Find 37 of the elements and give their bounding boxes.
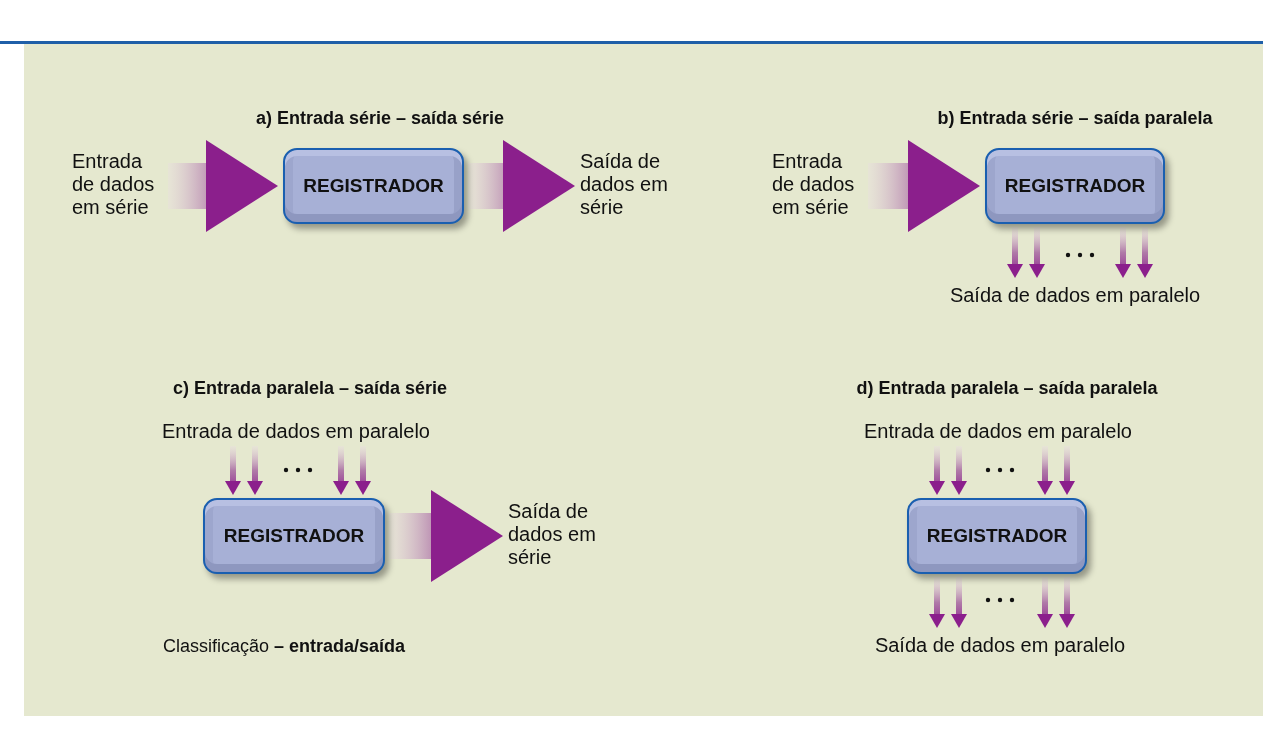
data-label: Saída de dados em paralelo xyxy=(850,634,1150,657)
arrow xyxy=(225,446,241,495)
arrow xyxy=(333,446,349,495)
arrow xyxy=(468,140,575,232)
arrow xyxy=(355,446,371,495)
register-box: REGISTRADOR xyxy=(203,498,385,574)
arrow xyxy=(1029,227,1045,278)
arrow xyxy=(951,446,967,495)
register-box: REGISTRADOR xyxy=(985,148,1165,224)
arrow xyxy=(929,446,945,495)
data-label: Saída de dados em paralelo xyxy=(925,284,1225,307)
arrow xyxy=(247,446,263,495)
section-title: b) Entrada série – saída paralela xyxy=(937,108,1213,129)
data-label: Entrada de dados em série xyxy=(772,150,864,219)
arrow xyxy=(1115,227,1131,278)
section-title: a) Entrada série – saída série xyxy=(255,108,505,129)
arrow xyxy=(1037,446,1053,495)
arrow xyxy=(1037,577,1053,628)
arrow xyxy=(1059,577,1075,628)
section-title: c) Entrada paralela – saída série xyxy=(172,378,448,399)
section-title: d) Entrada paralela – saída paralela xyxy=(856,378,1158,399)
arrow xyxy=(868,140,980,232)
register-box: REGISTRADOR xyxy=(283,148,464,224)
arrow xyxy=(1007,227,1023,278)
data-label: Entrada de dados em paralelo xyxy=(848,420,1148,443)
arrow xyxy=(1059,446,1075,495)
arrow xyxy=(1137,227,1153,278)
data-label: Entrada de dados em paralelo xyxy=(146,420,446,443)
arrow xyxy=(168,140,278,232)
arrow xyxy=(951,577,967,628)
caption: Classificação – entrada/saída xyxy=(163,636,406,657)
data-label: Entrada de dados em série xyxy=(72,150,164,219)
data-label: Saída de dados em série xyxy=(580,150,680,219)
arrow xyxy=(389,490,503,582)
arrow xyxy=(929,577,945,628)
data-label: Saída de dados em série xyxy=(508,500,608,569)
register-box: REGISTRADOR xyxy=(907,498,1087,574)
